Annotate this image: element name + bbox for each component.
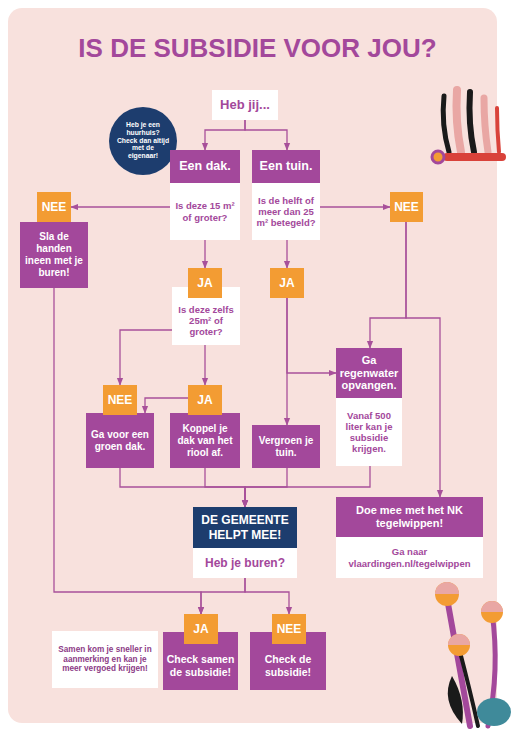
feather-stroke [470,92,475,152]
help-box: DE GEMEENTE HELPT MEE!Heb je buren? [193,507,297,578]
flow-connector [245,120,287,150]
box-heading: Doe mee met het NK tegelwippen! [336,497,483,537]
action-box: Koppel je dak van het riool af. [170,413,240,468]
note-circle: Heb je een huurhuis? Check dan altijd me… [109,107,177,175]
box-heading: Een tuin. [252,150,320,183]
action-box: Ga voor een groen dak. [86,413,154,468]
box-heading: NEE [37,192,71,222]
box-heading: JA [188,385,222,415]
question-box: Een dak.Is deze 15 m² of groter? [170,150,240,240]
flow-connector [204,240,205,268]
plant-stem [447,598,470,726]
answer-tag: JA [188,385,222,415]
box-heading: Sla de handen ineen met je buren! [20,222,88,288]
flow-connector [71,206,170,207]
box-heading: JA [270,268,304,298]
box-heading: Ga voor een groen dak. [86,413,154,468]
answer-tag: NEE [37,192,71,222]
flower-head [481,601,503,623]
answer-tag: NEE [103,385,137,415]
flower-head [448,634,470,656]
answer-tag: JA [188,268,222,298]
flow-connector [370,222,406,348]
box-heading: Ga regenwater opvangen. [336,348,402,398]
action-box: Vergroen je tuin. [252,425,320,468]
answer-tag: NEE [390,192,423,222]
flow-connector [120,468,245,507]
flow-connector [245,578,289,614]
box-heading: JA [188,268,222,298]
plant-blob [477,698,511,726]
plant-leaf [448,676,463,724]
box-heading: NEE [390,192,423,222]
flow-connector [204,345,205,385]
flow-connector [201,578,245,614]
red-bar [443,153,506,161]
circle-shape [109,107,177,175]
action-box: Sla de handen ineen met je buren! [20,222,88,288]
box-body: Vanaf 500 liter kan je subsidie krijgen. [336,398,402,466]
question-box: Een tuin.Is de helft of meer dan 25 m² b… [252,150,320,240]
flow-connector [320,206,390,207]
answer-tag: NEE [272,614,306,644]
flower-cap [481,601,503,612]
feather-stroke [497,108,499,152]
feather-stroke [457,90,462,152]
flow-connector [205,120,245,150]
flow-connector [145,398,188,413]
box-heading: NEE [272,614,306,644]
action-box: Ga regenwater opvangen.Vanaf 500 liter k… [336,348,402,466]
title: IS DE SUBSIDIE VOOR JOU? [0,33,515,63]
flower-cap [435,582,459,594]
answer-tag: JA [270,268,304,298]
flower-head [435,582,459,606]
flow-connector [287,298,336,373]
box-heading: Heb jij... [212,90,278,120]
action-box: Doe mee met het NK tegelwippen!Ga naar v… [336,497,483,578]
flower-cap [448,634,470,645]
start-box: Heb jij... [212,90,278,120]
note-box: Samen kom je sneller in aanmerking en ka… [52,631,158,688]
background-panel [8,8,497,723]
note-text: Heb je een huurhuis? Check dan altijd me… [116,121,170,160]
box-body: Is deze 15 m² of groter? [170,183,240,240]
box-heading: Samen kom je sneller in aanmerking en ka… [52,631,158,688]
box-body: Is de helft of meer dan 25 m² betegeld? [252,183,320,240]
box-heading: Vergroen je tuin. [252,425,320,468]
box-heading: DE GEMEENTE HELPT MEE! [193,507,297,548]
box-body: Heb je buren? [193,548,297,578]
box-heading: NEE [103,385,137,415]
feather-stroke [484,98,488,152]
box-body: Ga naar vlaardingen.nl/tegelwippen [336,537,483,578]
feather-stroke [443,96,449,152]
box-heading: Een dak. [170,150,240,183]
ring-dot [432,151,444,163]
flow-connector [205,468,245,507]
answer-tag: JA [184,614,218,644]
flow-connector [120,330,172,385]
flow-connector [406,222,440,497]
box-heading: JA [184,614,218,644]
box-heading: Koppel je dak van het riool af. [170,413,240,468]
flow-connector [286,240,287,268]
